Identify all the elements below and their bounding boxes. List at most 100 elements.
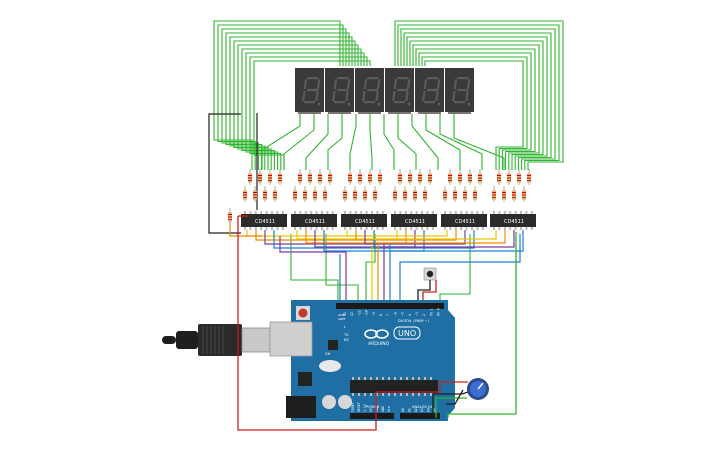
display-digit: [325, 68, 354, 114]
power-pin-label: GND: [375, 406, 379, 412]
cd4511-chip: CD4511: [490, 211, 536, 230]
resistor: [473, 186, 477, 202]
resistor: [358, 169, 362, 185]
resistor: [522, 186, 526, 202]
resistor: [293, 186, 297, 202]
power-wires: [237, 215, 517, 431]
driver-chips: CD4511 CD4511 CD4511 CD4511 CD4511 CD4511: [241, 211, 536, 230]
arduino-logo: [364, 329, 389, 339]
resistor: [507, 169, 511, 185]
display-wires: [213, 20, 564, 300]
resistor: [458, 169, 462, 185]
digital-pin-label: TX 1: [429, 308, 433, 316]
power-label: POWER: [366, 405, 380, 409]
resistor: [413, 186, 417, 202]
resistor: [398, 169, 402, 185]
aref-label: AREF: [338, 317, 346, 321]
power-header: [350, 413, 394, 419]
resistor: [268, 169, 272, 185]
resistor: [403, 186, 407, 202]
cd4511-chip: CD4511: [441, 211, 487, 230]
resistor: [428, 169, 432, 185]
power-pin-label: GND: [381, 406, 385, 412]
analog-pin-label: A0: [401, 408, 405, 412]
resistor: [453, 186, 457, 202]
resistor: [502, 186, 506, 202]
brand-label: ARDUINO: [368, 341, 390, 347]
resistor: [318, 169, 322, 185]
analog-label: ANALOG IN: [412, 405, 432, 409]
reset-button[interactable]: [298, 308, 308, 318]
digital-pin-label: 4: [408, 314, 412, 316]
resistor: [303, 186, 307, 202]
atmega-chip: [350, 380, 438, 393]
cd4511-chip: CD4511: [241, 211, 287, 230]
display-digit: [385, 68, 414, 114]
cd4511-chip: CD4511: [341, 211, 387, 230]
resistor: [263, 186, 267, 202]
digital-pin-label: 8: [379, 314, 383, 316]
chip-label: CD4511: [355, 219, 375, 225]
resistor: [418, 169, 422, 185]
resistor: [368, 169, 372, 185]
arduino-uno-board[interactable]: ARDUINO UNO DIGITAL (PWM ~) POWER ANALOG…: [269, 300, 455, 421]
power-pin-label: 5V: [369, 408, 373, 412]
digital-pin-label: ~11: [357, 310, 361, 316]
digital-pin-label: ~5: [401, 312, 405, 316]
digital-pin-label: 12: [350, 312, 354, 316]
resistor: [393, 186, 397, 202]
resistor: [468, 169, 472, 185]
display-digit: [355, 68, 384, 114]
cd4511-chip: CD4511: [291, 211, 337, 230]
digital-pin-label: ~3: [415, 312, 419, 316]
usb-cable[interactable]: [162, 324, 271, 356]
analog-pin-label: A4: [427, 408, 431, 412]
resistor: [273, 186, 277, 202]
resistor: [228, 208, 232, 224]
resistor: [497, 169, 501, 185]
chip-label: CD4511: [255, 219, 275, 225]
resistor: [517, 169, 521, 185]
analog-pin-label: A5: [433, 408, 437, 412]
resistor: [492, 186, 496, 202]
resistor: [328, 169, 332, 185]
display-digit: [415, 68, 444, 114]
resistor: [423, 186, 427, 202]
power-jack: [286, 396, 316, 418]
analog-pin-label: A2: [414, 408, 418, 412]
resistor: [253, 186, 257, 202]
resistor: [248, 169, 252, 185]
potentiometer[interactable]: [467, 378, 489, 400]
resistor: [443, 186, 447, 202]
power-pin-label: RESET: [357, 402, 361, 412]
resistor: [363, 186, 367, 202]
digital-pin-label: 13: [343, 312, 347, 316]
resistor: [313, 186, 317, 202]
chip-label: CD4511: [405, 219, 425, 225]
on-label: ON: [325, 352, 331, 356]
resistor: [373, 186, 377, 202]
power-pin-label: IOREF: [351, 402, 355, 412]
analog-header: [400, 413, 440, 419]
digital-pin-label: ~9: [372, 312, 376, 316]
display-digit: [445, 68, 474, 114]
seven-segment-display[interactable]: [295, 68, 474, 114]
chip-label: CD4511: [455, 219, 475, 225]
resistor-array: [228, 169, 531, 224]
resistor: [527, 169, 531, 185]
resistor: [478, 169, 482, 185]
resistor: [298, 169, 302, 185]
digital-pin-label: ~10: [365, 310, 369, 316]
digital-pin-label: 7: [386, 314, 390, 316]
pushbutton[interactable]: [423, 267, 437, 281]
digital-pin-label: RX 0: [437, 308, 441, 316]
digital-header: [336, 303, 444, 309]
analog-pin-label: A3: [420, 408, 424, 412]
resistor: [343, 186, 347, 202]
digital-label: DIGITAL (PWM ~): [398, 319, 430, 323]
chip-label: CD4511: [305, 219, 325, 225]
